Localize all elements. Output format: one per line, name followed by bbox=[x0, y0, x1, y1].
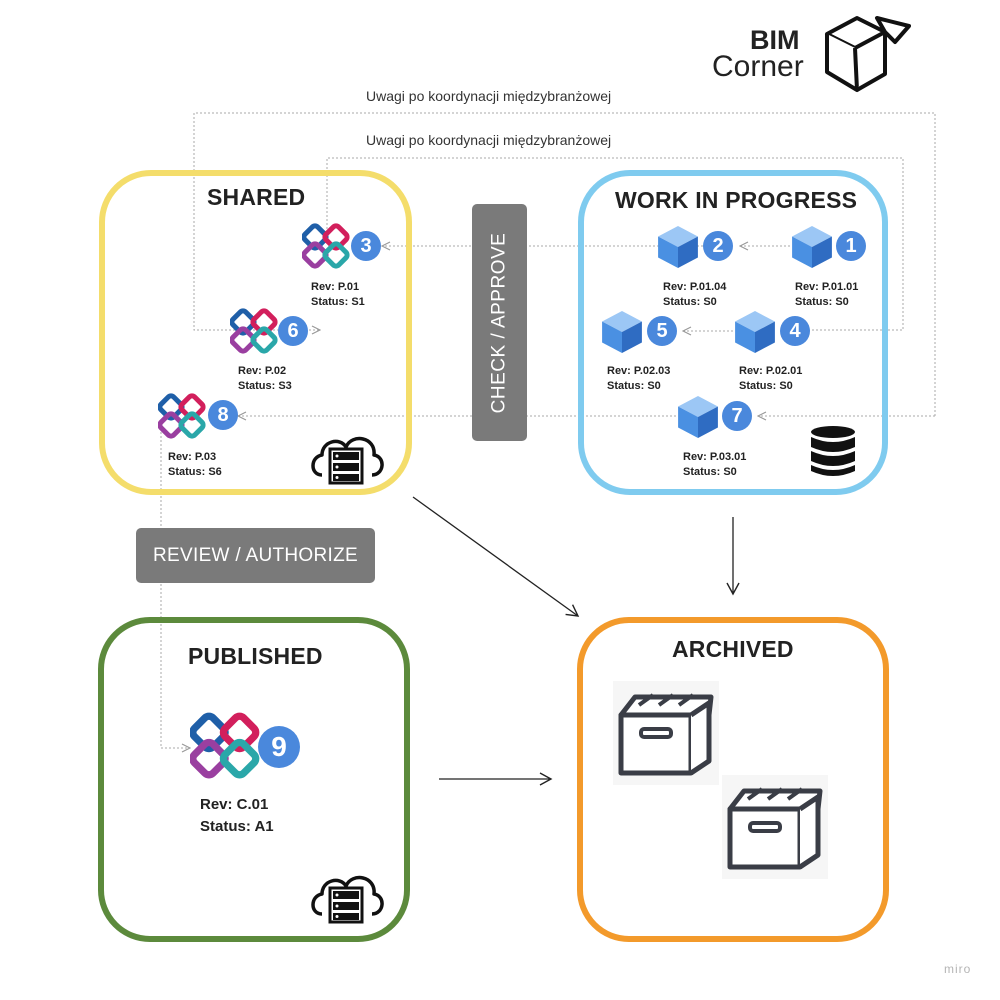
archived-zone bbox=[577, 617, 889, 942]
review-authorize-label: REVIEW / AUTHORIZE bbox=[136, 528, 375, 583]
item-8-rev: Rev: P.03 bbox=[168, 451, 217, 463]
item-5-status: Status: S0 bbox=[607, 380, 661, 392]
item-5-badge: 5 bbox=[647, 316, 677, 346]
review-authorize-text: REVIEW / AUTHORIZE bbox=[153, 544, 358, 566]
item-9-status: Status: A1 bbox=[200, 818, 274, 835]
item-4-status: Status: S0 bbox=[739, 380, 793, 392]
arrow-shared-to-archived bbox=[412, 496, 580, 617]
item-2-rev: Rev: P.01.04 bbox=[663, 281, 727, 293]
database-icon bbox=[811, 426, 855, 476]
item-4-rev: Rev: P.02.01 bbox=[739, 365, 803, 377]
item-6-rev: Rev: P.02 bbox=[238, 365, 287, 377]
cloud-server-icon bbox=[311, 875, 384, 924]
cube-icon bbox=[658, 226, 698, 268]
item-8-badge: 8 bbox=[208, 400, 238, 430]
cube-icon bbox=[602, 311, 642, 353]
cloud-server-icon bbox=[311, 436, 384, 485]
item-8-status: Status: S6 bbox=[168, 466, 222, 478]
ifc-logo-icon bbox=[302, 223, 350, 269]
open-box-logo-icon bbox=[825, 16, 911, 92]
ifc-logo-icon bbox=[230, 308, 278, 354]
item-2-status: Status: S0 bbox=[663, 296, 717, 308]
item-7-badge: 7 bbox=[722, 401, 752, 431]
check-approve-text: CHECK / APPROVE bbox=[488, 232, 510, 413]
item-2-badge: 2 bbox=[703, 231, 733, 261]
item-7-status: Status: S0 bbox=[683, 466, 737, 478]
cube-icon bbox=[792, 226, 832, 268]
item-1-status: Status: S0 bbox=[795, 296, 849, 308]
item-3-rev: Rev: P.01 bbox=[311, 281, 360, 293]
shared-zone bbox=[99, 170, 412, 495]
cube-icon bbox=[678, 396, 718, 438]
shared-zone-title: SHARED bbox=[207, 184, 306, 210]
coordination-note-outer: Uwagi po koordynacji międzybranżowej bbox=[366, 88, 612, 104]
published-zone bbox=[98, 617, 410, 942]
ifc-logo-icon bbox=[158, 393, 206, 439]
wip-zone bbox=[578, 170, 888, 495]
miro-watermark: miro bbox=[944, 962, 972, 976]
logo-text-bim: BIM bbox=[750, 25, 800, 55]
item-3-badge: 3 bbox=[351, 231, 381, 261]
published-zone-title: PUBLISHED bbox=[188, 643, 323, 669]
item-1-rev: Rev: P.01.01 bbox=[795, 281, 859, 293]
logo-text-corner: Corner bbox=[712, 50, 804, 83]
archive-box-icon bbox=[613, 681, 719, 785]
item-5-rev: Rev: P.02.03 bbox=[607, 365, 671, 377]
wip-zone-title: WORK IN PROGRESS bbox=[615, 187, 858, 213]
item-7-rev: Rev: P.03.01 bbox=[683, 451, 747, 463]
item-6-status: Status: S3 bbox=[238, 380, 292, 392]
item-1-badge: 1 bbox=[836, 231, 866, 261]
archived-zone-title: ARCHIVED bbox=[672, 636, 794, 662]
item-6-badge: 6 bbox=[278, 316, 308, 346]
item-9-badge: 9 bbox=[258, 726, 300, 768]
item-4-badge: 4 bbox=[780, 316, 810, 346]
archive-box-icon bbox=[722, 775, 828, 879]
cube-icon bbox=[735, 311, 775, 353]
ifc-logo-icon bbox=[190, 712, 260, 779]
coordination-note-inner: Uwagi po koordynacji międzybranżowej bbox=[366, 132, 612, 148]
item-3-status: Status: S1 bbox=[311, 296, 365, 308]
item-9-rev: Rev: C.01 bbox=[200, 796, 269, 813]
check-approve-label: CHECK / APPROVE bbox=[472, 204, 527, 441]
